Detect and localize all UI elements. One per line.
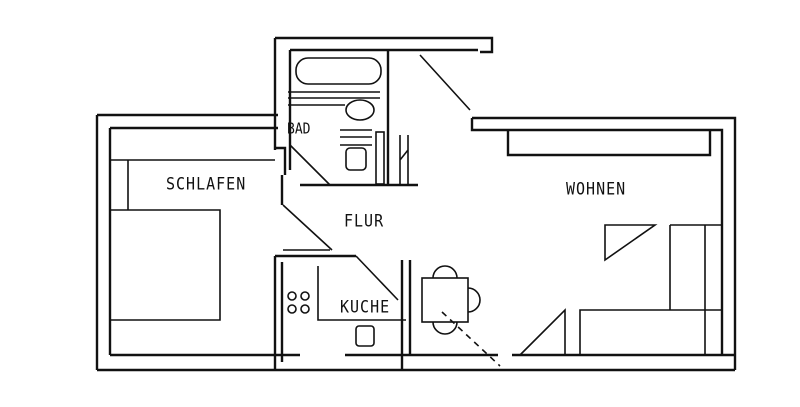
bedroom-bed — [110, 159, 275, 321]
room-label-wohnen: WOHNEN — [566, 178, 627, 200]
living-furniture — [519, 224, 722, 356]
bathroom — [288, 50, 418, 187]
room-label-kuche: KUCHE — [340, 296, 391, 318]
dining-table — [421, 265, 501, 367]
room-label-flur: FLUR — [344, 210, 385, 232]
outer-walls — [95, 36, 737, 372]
doors — [282, 54, 471, 301]
room-label-bad: BAD — [287, 120, 311, 139]
kitchen — [273, 254, 412, 370]
room-label-schlafen: SCHLAFEN — [166, 173, 247, 195]
